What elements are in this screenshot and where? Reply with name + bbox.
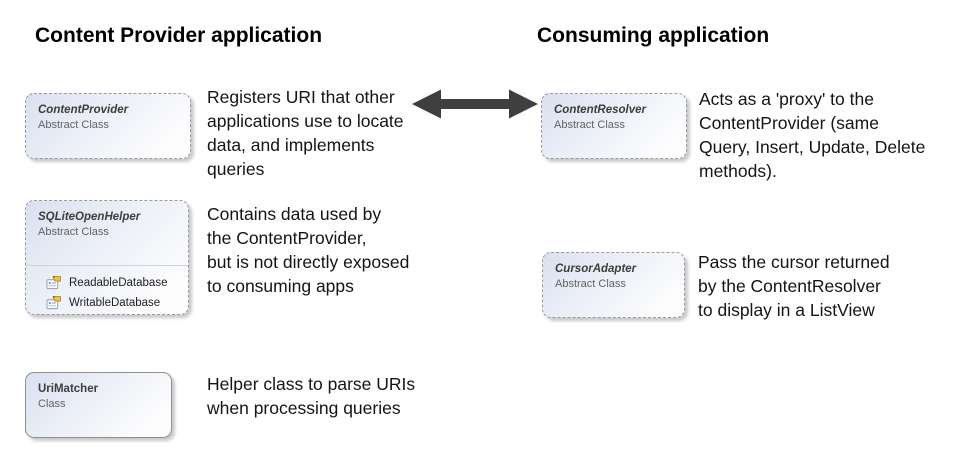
bidirectional-arrow-icon (412, 89, 538, 119)
description-contentresolver: Acts as a 'proxy' to the ContentProvider… (699, 89, 926, 181)
class-title: ContentResolver (554, 104, 647, 116)
member-label: WritableDatabase (69, 297, 161, 309)
property-icon (46, 276, 61, 290)
description-cursoradapter: Pass the cursor returned by the ContentR… (698, 252, 890, 320)
member-writabledatabase: WritableDatabase (46, 293, 188, 313)
class-box-sqliteopenhelper: SQLiteOpenHelper Abstract Class Readable… (25, 200, 189, 315)
class-stereotype: Abstract Class (38, 119, 109, 131)
member-readabledatabase: ReadableDatabase (46, 273, 188, 293)
class-title: ContentProvider (38, 104, 129, 116)
class-box-contentprovider: ContentProvider Abstract Class (25, 93, 191, 159)
class-stereotype: Abstract Class (555, 278, 626, 290)
class-box-cursoradapter: CursorAdapter Abstract Class (542, 252, 685, 318)
class-title: UriMatcher (38, 383, 99, 395)
property-icon (46, 296, 61, 310)
description-contentprovider: Registers URI that other applications us… (207, 87, 404, 179)
class-title: SQLiteOpenHelper (38, 211, 141, 223)
class-box-contentresolver: ContentResolver Abstract Class (541, 93, 687, 159)
class-members: ReadableDatabase WritableDatabase (26, 265, 188, 313)
class-title: CursorAdapter (555, 263, 637, 275)
class-stereotype: Abstract Class (554, 119, 625, 131)
heading-content-provider-application: Content Provider application (35, 24, 323, 47)
description-urimatcher: Helper class to parse URIs when processi… (207, 374, 416, 418)
member-label: ReadableDatabase (69, 277, 168, 289)
class-stereotype: Class (38, 398, 66, 410)
class-stereotype: Abstract Class (38, 226, 109, 238)
heading-consuming-application: Consuming application (537, 24, 770, 47)
description-sqliteopenhelper: Contains data used by the ContentProvide… (207, 204, 410, 296)
class-box-urimatcher: UriMatcher Class (25, 372, 172, 438)
